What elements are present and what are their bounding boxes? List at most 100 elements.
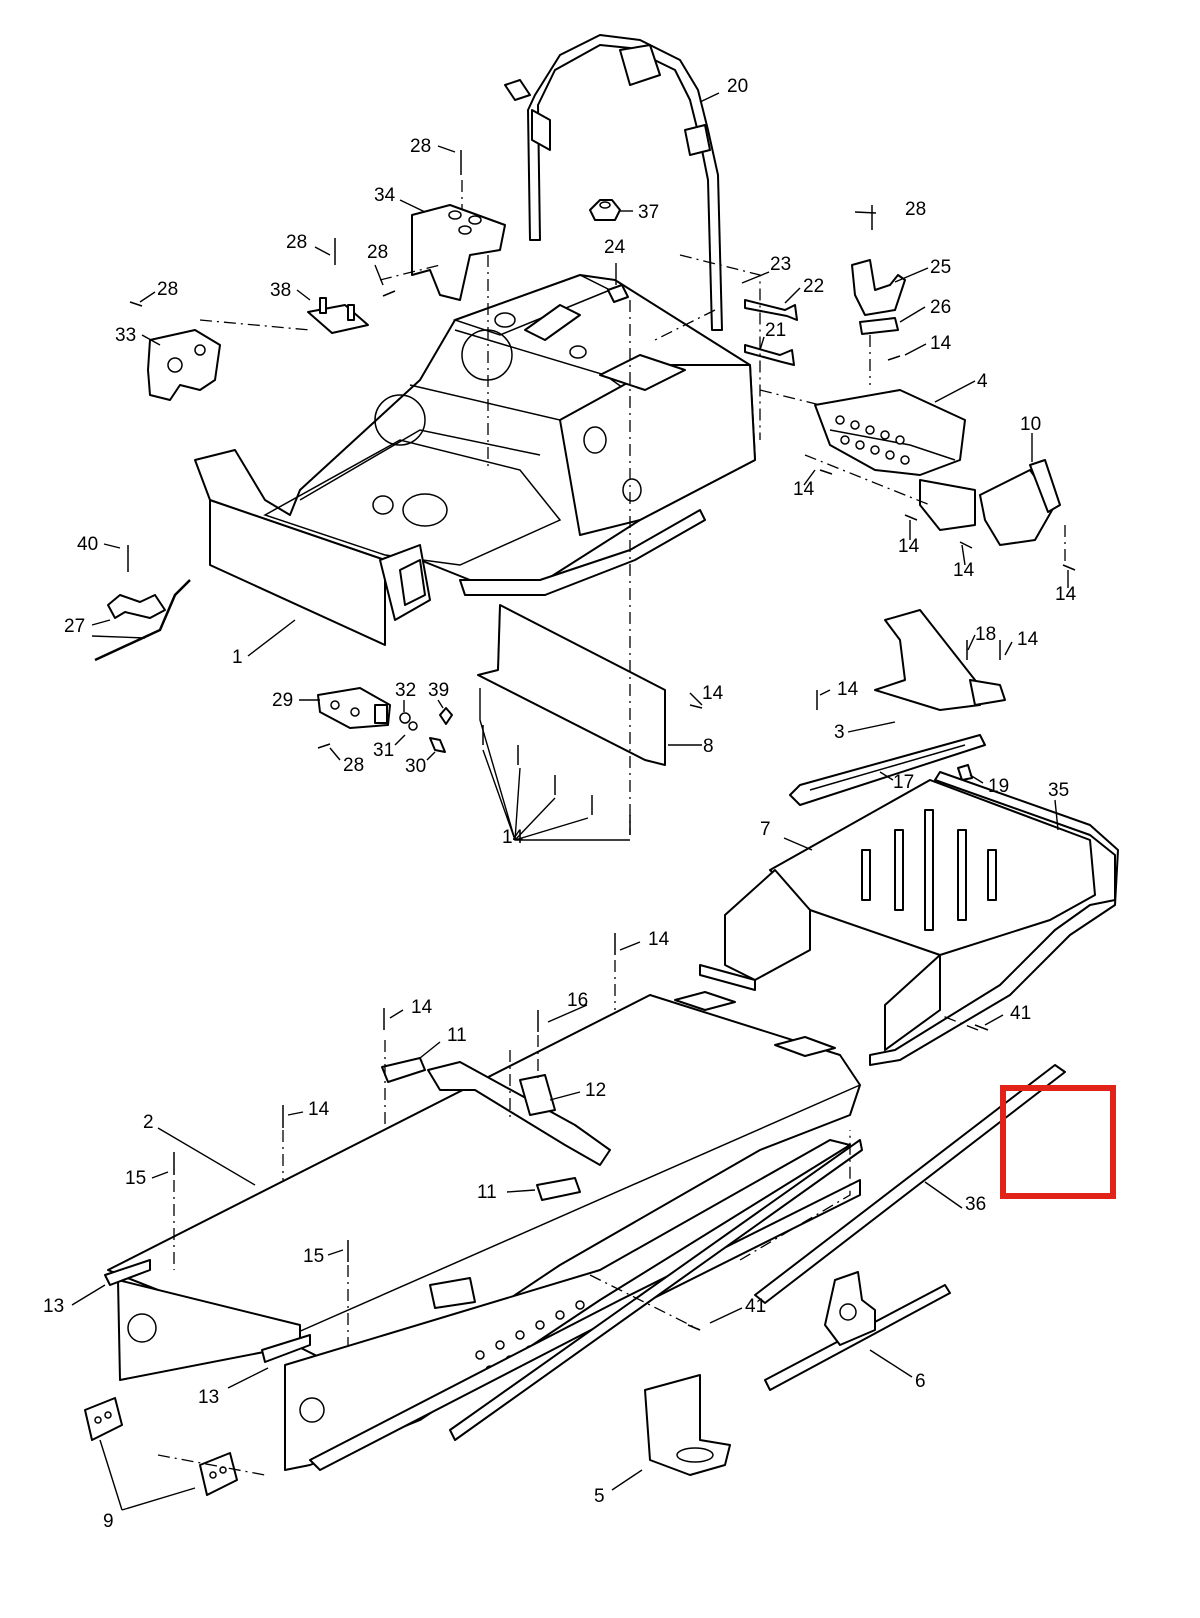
bracket-38 — [307, 297, 369, 334]
bracket-5 — [644, 1374, 731, 1476]
callout-20: 20 — [727, 76, 748, 97]
callout-32: 32 — [395, 680, 416, 701]
callout-11: 11 — [477, 1182, 497, 1203]
callout-39: 39 — [428, 680, 449, 701]
callout-7: 7 — [760, 819, 771, 840]
callout-1: 1 — [232, 647, 243, 668]
callout-41: 41 — [745, 1296, 766, 1317]
callout-28: 28 — [286, 232, 307, 253]
callout-14: 14 — [1055, 584, 1077, 605]
callout-8: 8 — [703, 736, 714, 757]
bracket-25 — [851, 259, 906, 316]
flange-13-lower — [261, 1334, 311, 1363]
callout-2: 2 — [143, 1112, 154, 1133]
upper-chassis-frame — [194, 274, 756, 646]
plates-9 — [84, 1397, 238, 1496]
bracket-6 — [764, 1271, 951, 1391]
callout-12: 12 — [585, 1080, 606, 1101]
rod-27 — [94, 579, 191, 662]
callout-35: 35 — [1048, 780, 1069, 801]
nut-19 — [957, 764, 973, 781]
callout-25: 25 — [930, 257, 951, 278]
callout-31: 31 — [373, 740, 394, 761]
plate-26 — [859, 317, 899, 335]
fasteners — [127, 150, 1076, 1331]
callout-14: 14 — [930, 333, 952, 354]
roll-bar — [504, 34, 723, 331]
clip-11-upper — [381, 1057, 426, 1083]
callout-labels: 20 28 34 37 28 28 28 24 23 22 25 28 38 3… — [43, 76, 1077, 1532]
callout-37: 37 — [638, 202, 659, 223]
callout-15: 15 — [125, 1168, 146, 1189]
lower-chassis-tunnel — [107, 991, 863, 1471]
callout-28: 28 — [343, 755, 364, 776]
callout-14: 14 — [648, 929, 670, 950]
callout-6: 6 — [915, 1371, 926, 1392]
callout-3: 3 — [834, 722, 845, 743]
callout-leaders — [71, 92, 1069, 1511]
rear-frame-35 — [869, 771, 1119, 1066]
callout-19: 19 — [988, 776, 1009, 797]
callout-22: 22 — [803, 276, 824, 297]
callout-14: 14 — [702, 683, 724, 704]
deck-plate-7 — [699, 779, 1096, 1051]
callout-17: 17 — [893, 772, 914, 793]
callout-38: 38 — [270, 280, 291, 301]
callout-30: 30 — [405, 756, 426, 777]
alignment-lines — [157, 180, 1066, 1476]
foot-rest-4 — [814, 389, 966, 476]
panel-8 — [477, 604, 666, 766]
bracket-12 — [427, 1061, 611, 1166]
callout-9: 9 — [103, 1511, 114, 1532]
bolt-30 — [429, 737, 446, 753]
callout-5: 5 — [594, 1486, 605, 1507]
callout-13: 13 — [198, 1387, 219, 1408]
callout-4: 4 — [977, 371, 988, 392]
strap-17 — [789, 734, 986, 806]
callout-14: 14 — [793, 479, 815, 500]
callout-28: 28 — [367, 242, 388, 263]
callout-14: 14 — [898, 536, 920, 557]
bolt-22 — [744, 299, 798, 321]
bracket-10 — [919, 459, 1061, 546]
callout-33: 33 — [115, 325, 136, 346]
callout-14: 14 — [502, 827, 524, 848]
callout-21: 21 — [765, 320, 786, 341]
callout-13: 13 — [43, 1296, 64, 1317]
bracket-3 — [874, 609, 1006, 711]
callout-28: 28 — [157, 279, 178, 300]
bolt-21 — [744, 344, 795, 366]
callout-14: 14 — [1017, 629, 1039, 650]
callout-14: 14 — [837, 679, 859, 700]
callout-40: 40 — [77, 534, 98, 555]
callout-28: 28 — [410, 136, 431, 157]
callout-10: 10 — [1020, 414, 1041, 435]
callout-14: 14 — [308, 1099, 330, 1120]
flange-13-upper — [104, 1259, 151, 1286]
bracket-34 — [411, 204, 506, 301]
bumper-37 — [589, 199, 621, 221]
callout-28: 28 — [905, 199, 926, 220]
callout-34: 34 — [374, 185, 396, 206]
callout-27: 27 — [64, 616, 85, 637]
callout-36: 36 — [965, 1194, 986, 1215]
nut-24 — [607, 284, 629, 303]
callout-24: 24 — [604, 237, 626, 258]
callout-26: 26 — [930, 297, 951, 318]
bracket-33 — [147, 329, 221, 401]
callout-23: 23 — [770, 254, 791, 275]
callout-29: 29 — [272, 690, 293, 711]
grease-fitting-39 — [439, 707, 453, 725]
washer-32 — [399, 712, 411, 724]
highlight-box — [1000, 1085, 1116, 1199]
callout-16: 16 — [567, 990, 588, 1011]
callout-41: 41 — [1010, 1003, 1031, 1024]
rod-36 — [754, 1064, 1066, 1304]
callout-14: 14 — [411, 997, 433, 1018]
callout-14: 14 — [953, 560, 975, 581]
callout-18: 18 — [975, 624, 996, 645]
hinge-29 — [317, 687, 391, 729]
callout-15: 15 — [303, 1246, 324, 1267]
clip-11-lower — [536, 1177, 581, 1201]
